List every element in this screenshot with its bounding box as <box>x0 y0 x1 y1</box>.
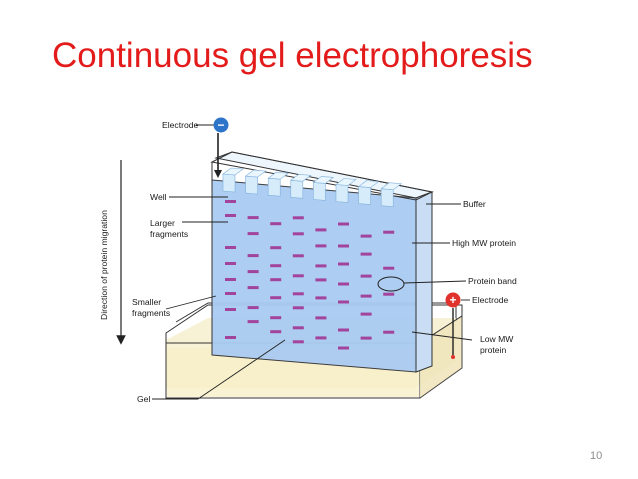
protein-band <box>383 292 395 296</box>
protein-band <box>292 292 304 296</box>
protein-band <box>292 232 304 236</box>
protein-band <box>225 262 236 265</box>
protein-band <box>225 214 236 217</box>
label-low-mw-protein-1: Low MW <box>480 334 514 344</box>
wells <box>222 167 403 208</box>
protein-band <box>292 306 304 310</box>
protein-band <box>315 316 327 320</box>
protein-band <box>270 316 282 320</box>
label-well: Well <box>150 192 167 202</box>
plus-icon <box>445 292 461 308</box>
gel-cassette <box>210 151 434 373</box>
label-gel: Gel <box>137 394 150 404</box>
protein-band <box>270 330 282 334</box>
well-top-1 <box>222 167 244 176</box>
protein-band <box>247 254 259 258</box>
label-electrode-top: Electrode <box>162 120 199 130</box>
protein-band <box>270 264 282 268</box>
well-top-3 <box>267 171 290 180</box>
protein-band <box>270 222 282 226</box>
protein-band <box>225 292 236 295</box>
well-8 <box>380 188 394 208</box>
well-top-6 <box>335 178 357 186</box>
protein-bands <box>225 200 395 350</box>
protein-band <box>360 234 372 238</box>
protein-band <box>383 230 395 234</box>
well-7 <box>358 186 371 205</box>
label-buffer: Buffer <box>463 199 486 209</box>
minus-icon <box>213 117 229 133</box>
protein-band <box>360 252 372 256</box>
positive-electrode: + <box>445 292 470 359</box>
label-larger-fragments-2: fragments <box>150 229 188 239</box>
well-6 <box>335 184 349 203</box>
protein-band <box>292 340 304 344</box>
protein-band <box>247 232 259 236</box>
label-protein-band: Protein band <box>468 276 517 286</box>
label-smaller-fragments-2: fragments <box>132 308 170 318</box>
protein-band <box>292 326 304 330</box>
well-3 <box>267 177 281 197</box>
protein-band <box>292 216 304 220</box>
label-larger-fragments-1: Larger <box>150 218 175 228</box>
well-5 <box>313 182 326 201</box>
protein-band <box>270 296 282 300</box>
protein-band <box>225 200 236 203</box>
well-top-8 <box>380 182 403 191</box>
protein-band <box>338 346 349 350</box>
protein-band <box>292 274 304 278</box>
protein-band <box>338 282 349 286</box>
well-top-7 <box>357 180 380 188</box>
protein-band <box>360 312 372 316</box>
protein-band <box>315 296 327 300</box>
label-smaller-fragments-1: Smaller <box>132 297 161 307</box>
gel-front-face <box>211 179 417 373</box>
protein-band <box>315 244 327 248</box>
protein-band <box>360 274 372 278</box>
protein-band <box>270 246 282 250</box>
label-electrode-bottom: Electrode <box>472 295 509 305</box>
migration-direction-label: Direction of protein migration <box>99 210 109 320</box>
well-1 <box>222 173 236 193</box>
slide-number: 10 <box>590 450 603 462</box>
protein-band <box>225 278 236 281</box>
protein-band <box>360 294 372 298</box>
plus-sign: + <box>449 293 456 307</box>
protein-band <box>338 262 349 266</box>
well-top-4 <box>289 173 312 182</box>
protein-band <box>225 246 236 249</box>
minus-sign: − <box>217 118 224 132</box>
protein-band <box>338 244 349 248</box>
label-low-mw-protein-2: protein <box>480 345 506 355</box>
negative-electrode: − <box>196 117 229 178</box>
label-high-mw-protein: High MW protein <box>452 238 516 248</box>
protein-band <box>247 216 259 220</box>
protein-band <box>247 270 259 274</box>
protein-band <box>247 320 259 324</box>
protein-band <box>225 336 236 339</box>
well-top-2 <box>244 169 267 178</box>
protein-band <box>315 264 327 268</box>
protein-band <box>247 306 259 310</box>
protein-band <box>360 336 372 340</box>
protein-band <box>338 328 349 332</box>
well-4 <box>290 179 304 199</box>
protein-band <box>338 300 349 304</box>
slide-title: Continuous gel electrophoresis <box>52 36 533 75</box>
protein-band <box>383 330 395 334</box>
well-top-5 <box>312 176 335 184</box>
protein-band <box>315 228 327 232</box>
protein-band <box>315 336 327 340</box>
protein-band <box>315 278 327 282</box>
protein-band <box>383 266 395 270</box>
protein-band <box>338 222 349 226</box>
protein-band-highlight <box>377 276 405 292</box>
protein-band <box>225 308 236 311</box>
protein-band <box>247 286 259 290</box>
protein-band <box>292 254 304 258</box>
protein-band <box>270 278 282 282</box>
well-2 <box>245 175 258 195</box>
